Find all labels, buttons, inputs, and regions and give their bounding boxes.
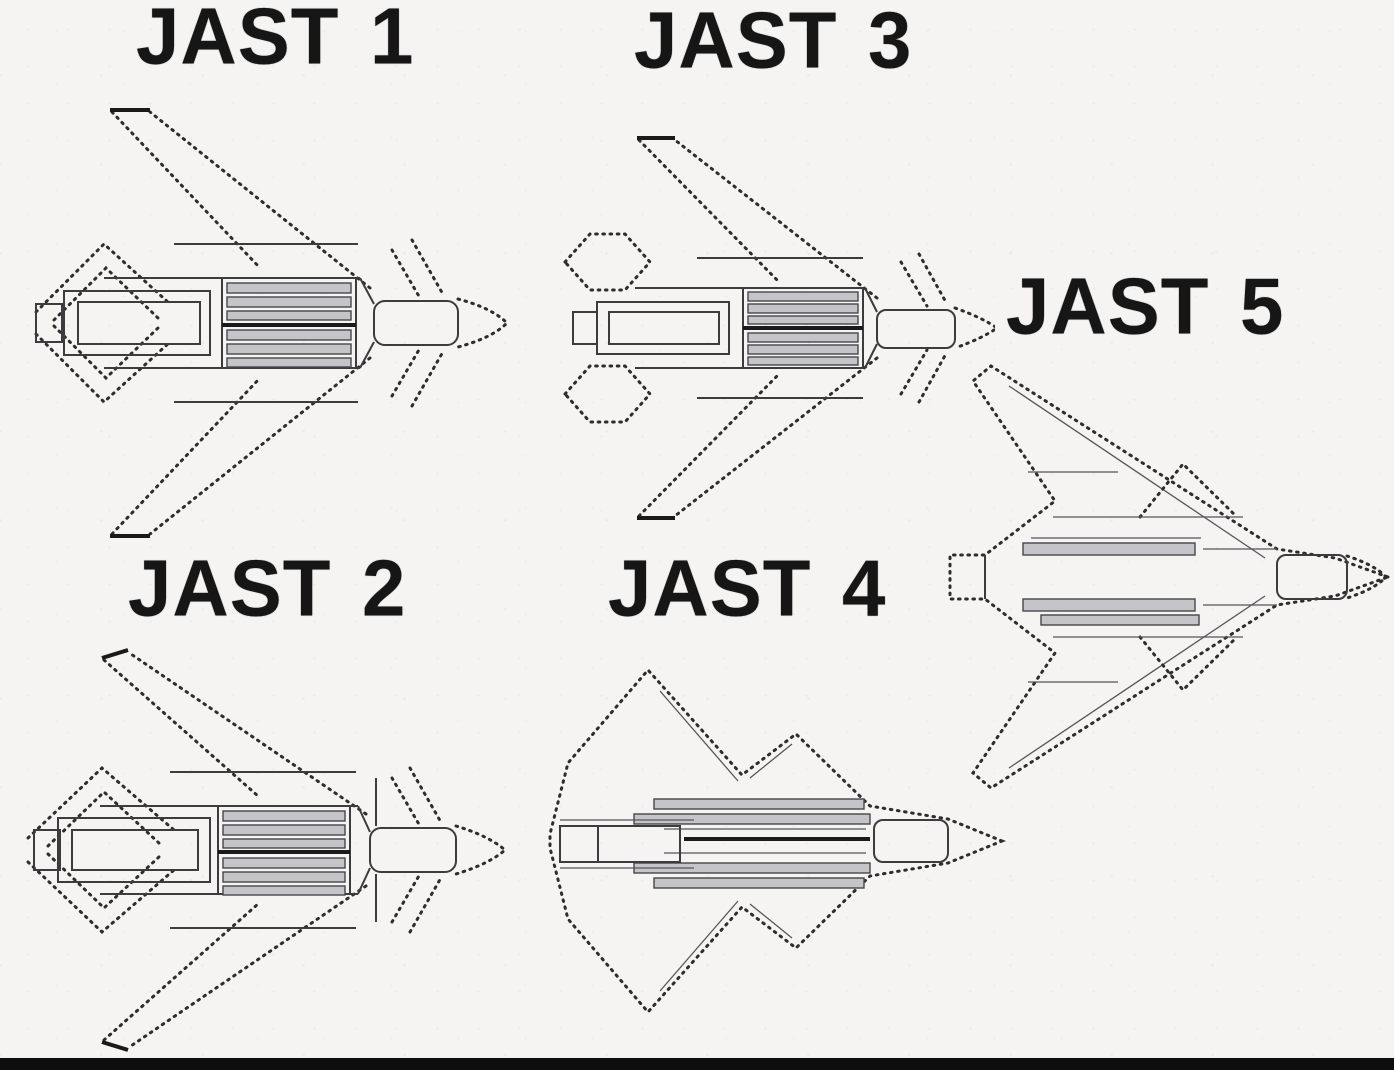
jast-4-planform-drawing — [548, 667, 1006, 1015]
jast-5-label: JAST 5 — [1006, 261, 1285, 351]
jast-1-label: JAST 1 — [136, 0, 415, 81]
jast-5-planform-drawing — [948, 364, 1392, 790]
jast-3-label: JAST 3 — [634, 0, 913, 85]
jast-3-planform-drawing — [562, 136, 995, 520]
jast-1-planform-drawing — [34, 108, 508, 538]
bottom-rule — [0, 1058, 1394, 1070]
jast-2-label: JAST 2 — [128, 543, 407, 633]
jast-2-planform-drawing — [26, 648, 508, 1052]
jast-4-label: JAST 4 — [608, 543, 887, 633]
